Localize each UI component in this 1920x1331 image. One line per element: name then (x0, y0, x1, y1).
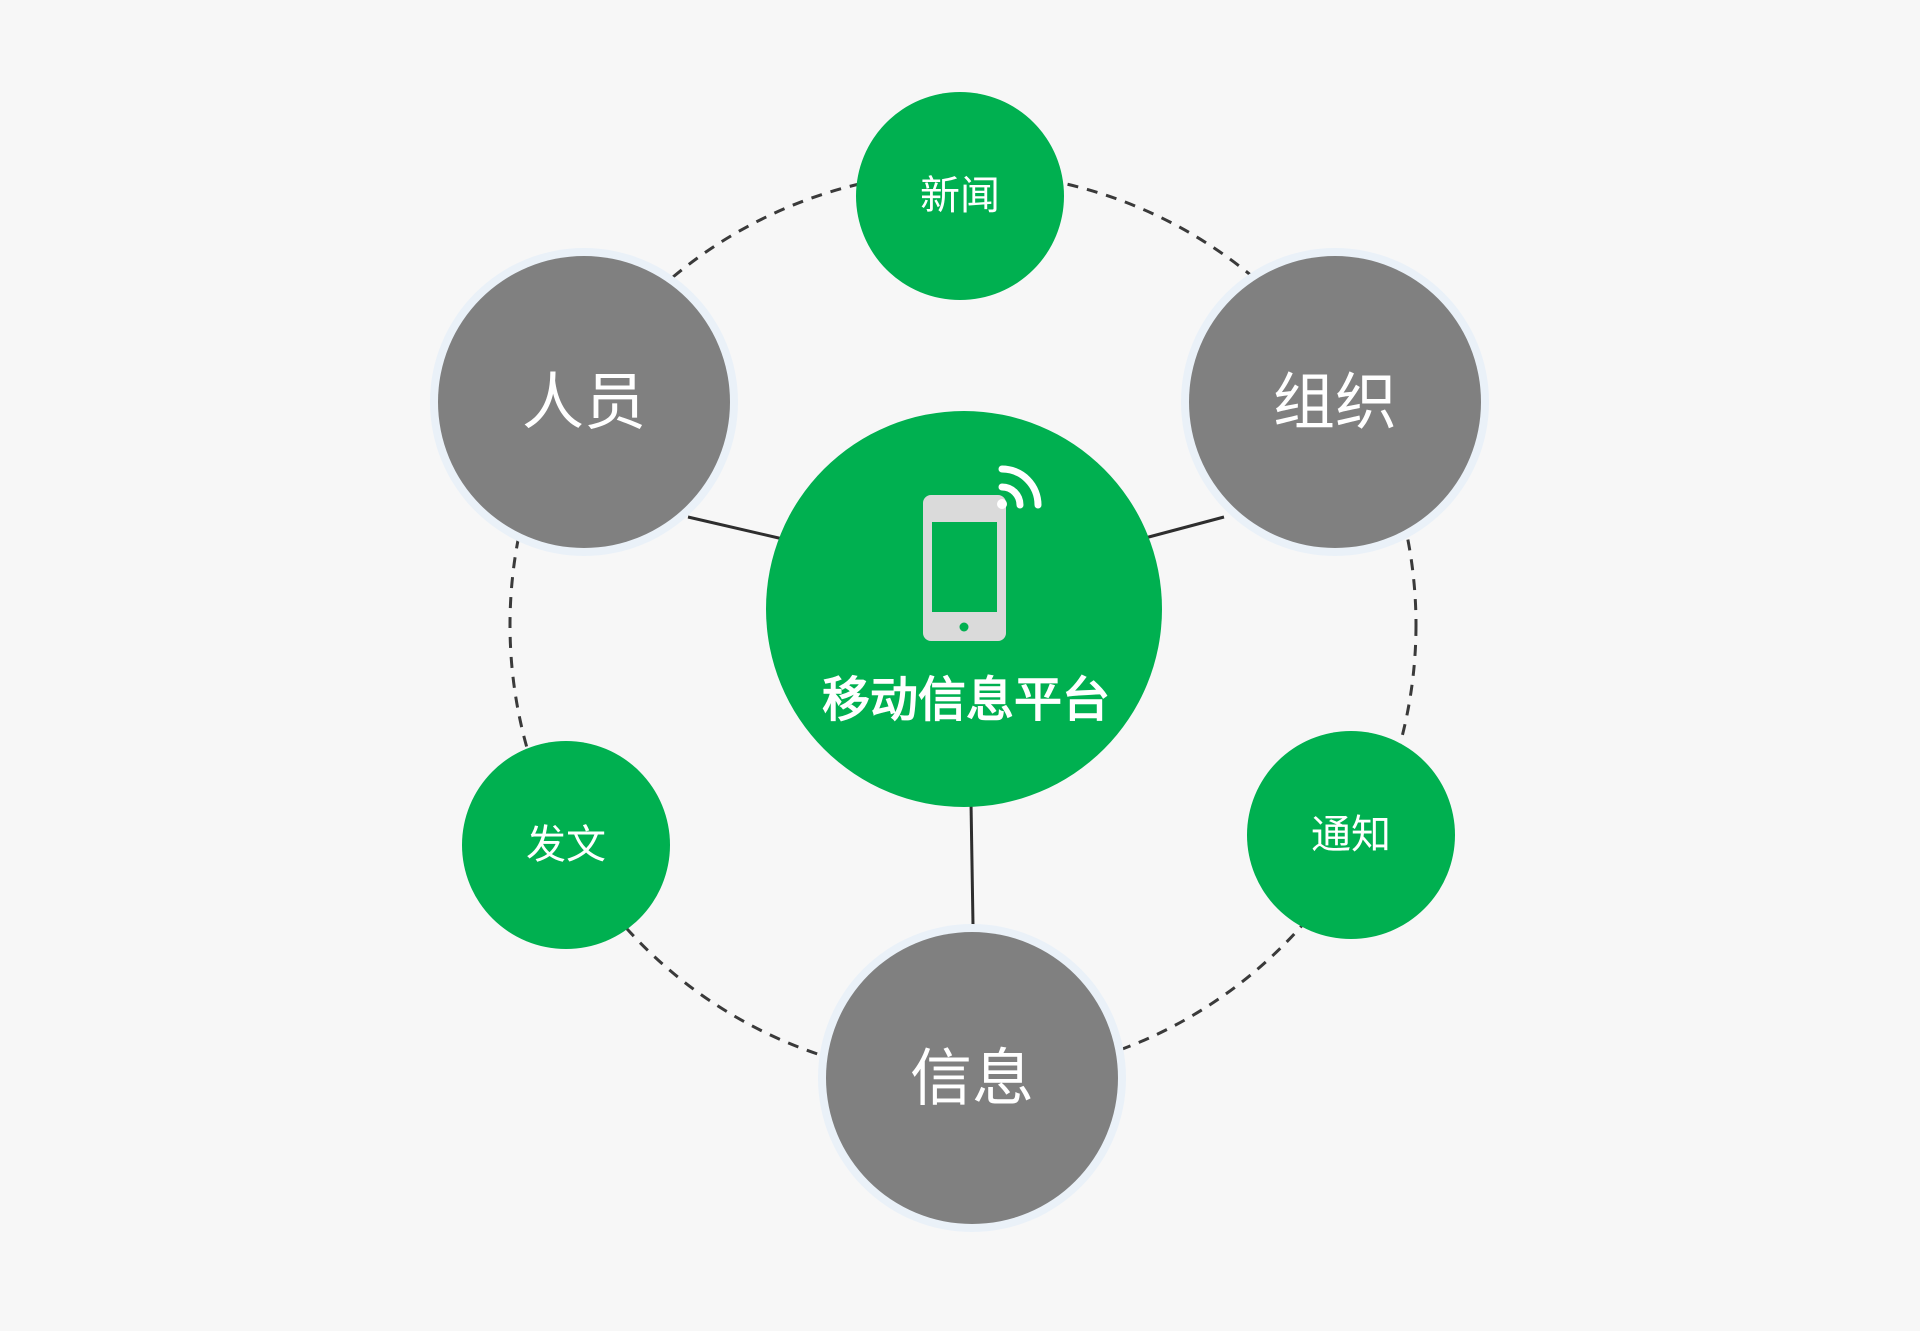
node-documents: 发文 (462, 741, 670, 949)
connector-information (969, 801, 975, 926)
connector-people (687, 515, 784, 541)
connector-organization (1144, 515, 1225, 540)
orbit-ring (508, 170, 1418, 1080)
node-people-label: 人员 (522, 366, 646, 439)
node-information: 信息 (818, 924, 1126, 1232)
center-hub: 移动信息平台 (766, 411, 1162, 807)
node-organization-label: 组织 (1273, 366, 1397, 439)
node-news: 新闻 (856, 92, 1064, 300)
node-documents-label: 发文 (526, 822, 606, 868)
node-notice: 通知 (1247, 731, 1455, 939)
node-notice-label: 通知 (1311, 812, 1391, 858)
center-label: 移动信息平台 (822, 672, 1110, 728)
mobile-phone-signal-icon (923, 465, 1042, 641)
node-information-label: 信息 (910, 1042, 1034, 1115)
node-organization: 组织 (1181, 248, 1489, 556)
node-news-label: 新闻 (920, 173, 1000, 219)
node-people: 人员 (430, 248, 738, 556)
